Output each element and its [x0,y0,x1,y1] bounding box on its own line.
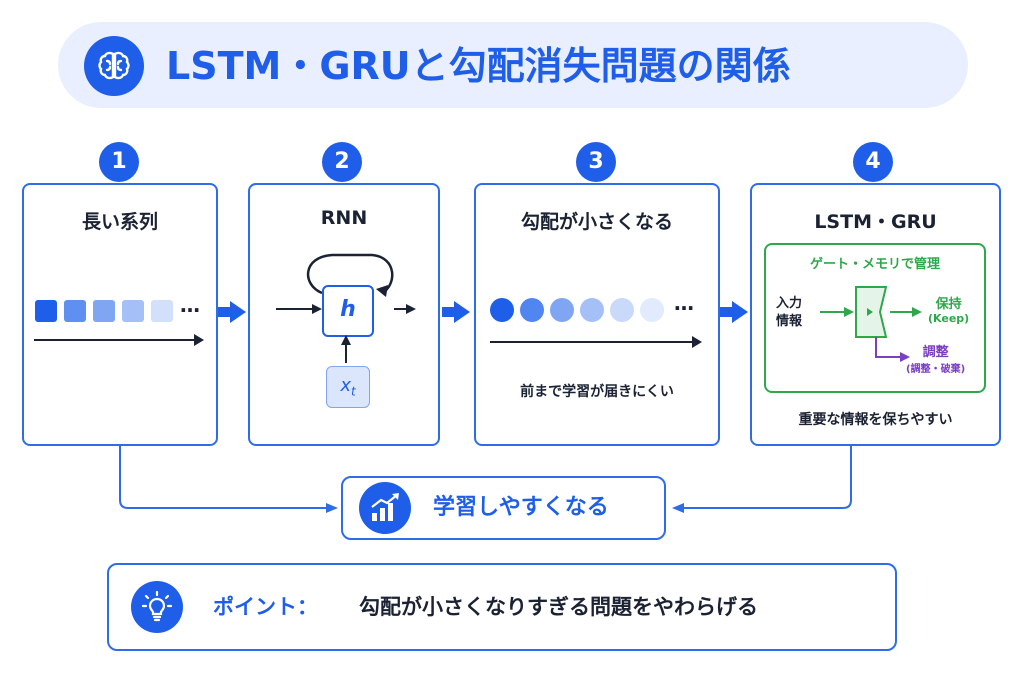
input-label-line: 入力 [776,296,803,311]
time-arrow [490,336,702,348]
card-title: 長い系列 [81,211,158,233]
keep-label-sub: (Keep) [928,312,970,325]
card-caption: 重要な情報を保ちやすい [798,412,953,428]
sequence-square [64,300,86,322]
card-title: RNN [320,207,368,229]
gate-panel: ゲート・メモリで管理 入力 情報 保持 (Keep) 調整 (調整・破棄) [764,243,986,393]
sequence-square [35,300,57,322]
connector-lines [119,446,852,513]
gradient-dot [490,298,514,322]
gradient-dot [550,298,574,322]
card-rnn: RNN h xt [248,183,440,446]
lightbulb-icon [131,581,183,633]
step-number-4: 4 [853,142,893,182]
adjust-label: 調整 (調整・破棄) [906,341,965,375]
gradient-dot [610,298,634,322]
flow-arrow-icon [218,301,246,323]
adjust-label-main: 調整 [922,345,949,360]
page-title: LSTM・GRUと勾配消失問題の関係 [166,44,791,88]
input-arrow-icon [341,335,351,363]
ellipsis: … [674,291,694,315]
title-banner [58,22,968,108]
time-arrow [34,334,204,346]
keep-arrow-icon [890,307,922,317]
step-number-2: 2 [322,142,362,182]
card-title: LSTM・GRU [814,211,937,233]
flow-arrow-icon [720,301,748,323]
input-label-line: 情報 [776,314,803,329]
growth-chart-icon [359,482,411,534]
adjust-arrow-icon [875,337,910,362]
input-label: 入力 情報 [776,295,802,331]
gradient-dot [580,298,604,322]
adjust-label-sub: (調整・破棄) [906,364,966,375]
sequence-square [151,300,173,322]
gate-title: ゲート・メモリで管理 [809,257,940,272]
step-number-3: 3 [576,142,616,182]
input-arrow-icon [820,307,854,317]
card-lstm-gru: LSTM・GRU ゲート・メモリで管理 入力 情報 保持 (Keep) 調整 [750,183,1001,446]
gradient-dot [640,298,664,322]
gradient-dot [520,298,544,322]
result-label: 学習しやすくなる [433,495,609,520]
input-symbol: x [340,375,351,396]
input-subscript: t [350,384,356,399]
card-vanishing-gradient: 勾配が小さくなる … 前まで学習が届きにくい [474,183,720,446]
gate-icon [855,286,888,338]
flow-arrow-icon [442,301,470,323]
keep-label-main: 保持 [935,297,962,312]
card-long-sequence: 長い系列 … [22,183,218,446]
point-box: ポイント： 勾配が小さくなりすぎる問題をやわらげる [107,563,897,651]
recurrent-loop-icon [276,253,416,314]
card-title: 勾配が小さくなる [520,211,673,233]
keep-label: 保持 (Keep) [928,293,969,325]
card-caption: 前まで学習が届きにくい [520,384,674,400]
point-label: ポイント： [213,595,318,619]
sequence-square [122,300,144,322]
brain-icon [84,36,144,96]
hidden-state-box: h [322,285,374,337]
point-text: 勾配が小さくなりすぎる問題をやわらげる [359,595,758,619]
input-box: xt [326,366,370,408]
step-number-1: 1 [99,142,139,182]
result-box: 学習しやすくなる [341,476,666,540]
ellipsis: … [180,293,200,317]
sequence-square [93,300,115,322]
